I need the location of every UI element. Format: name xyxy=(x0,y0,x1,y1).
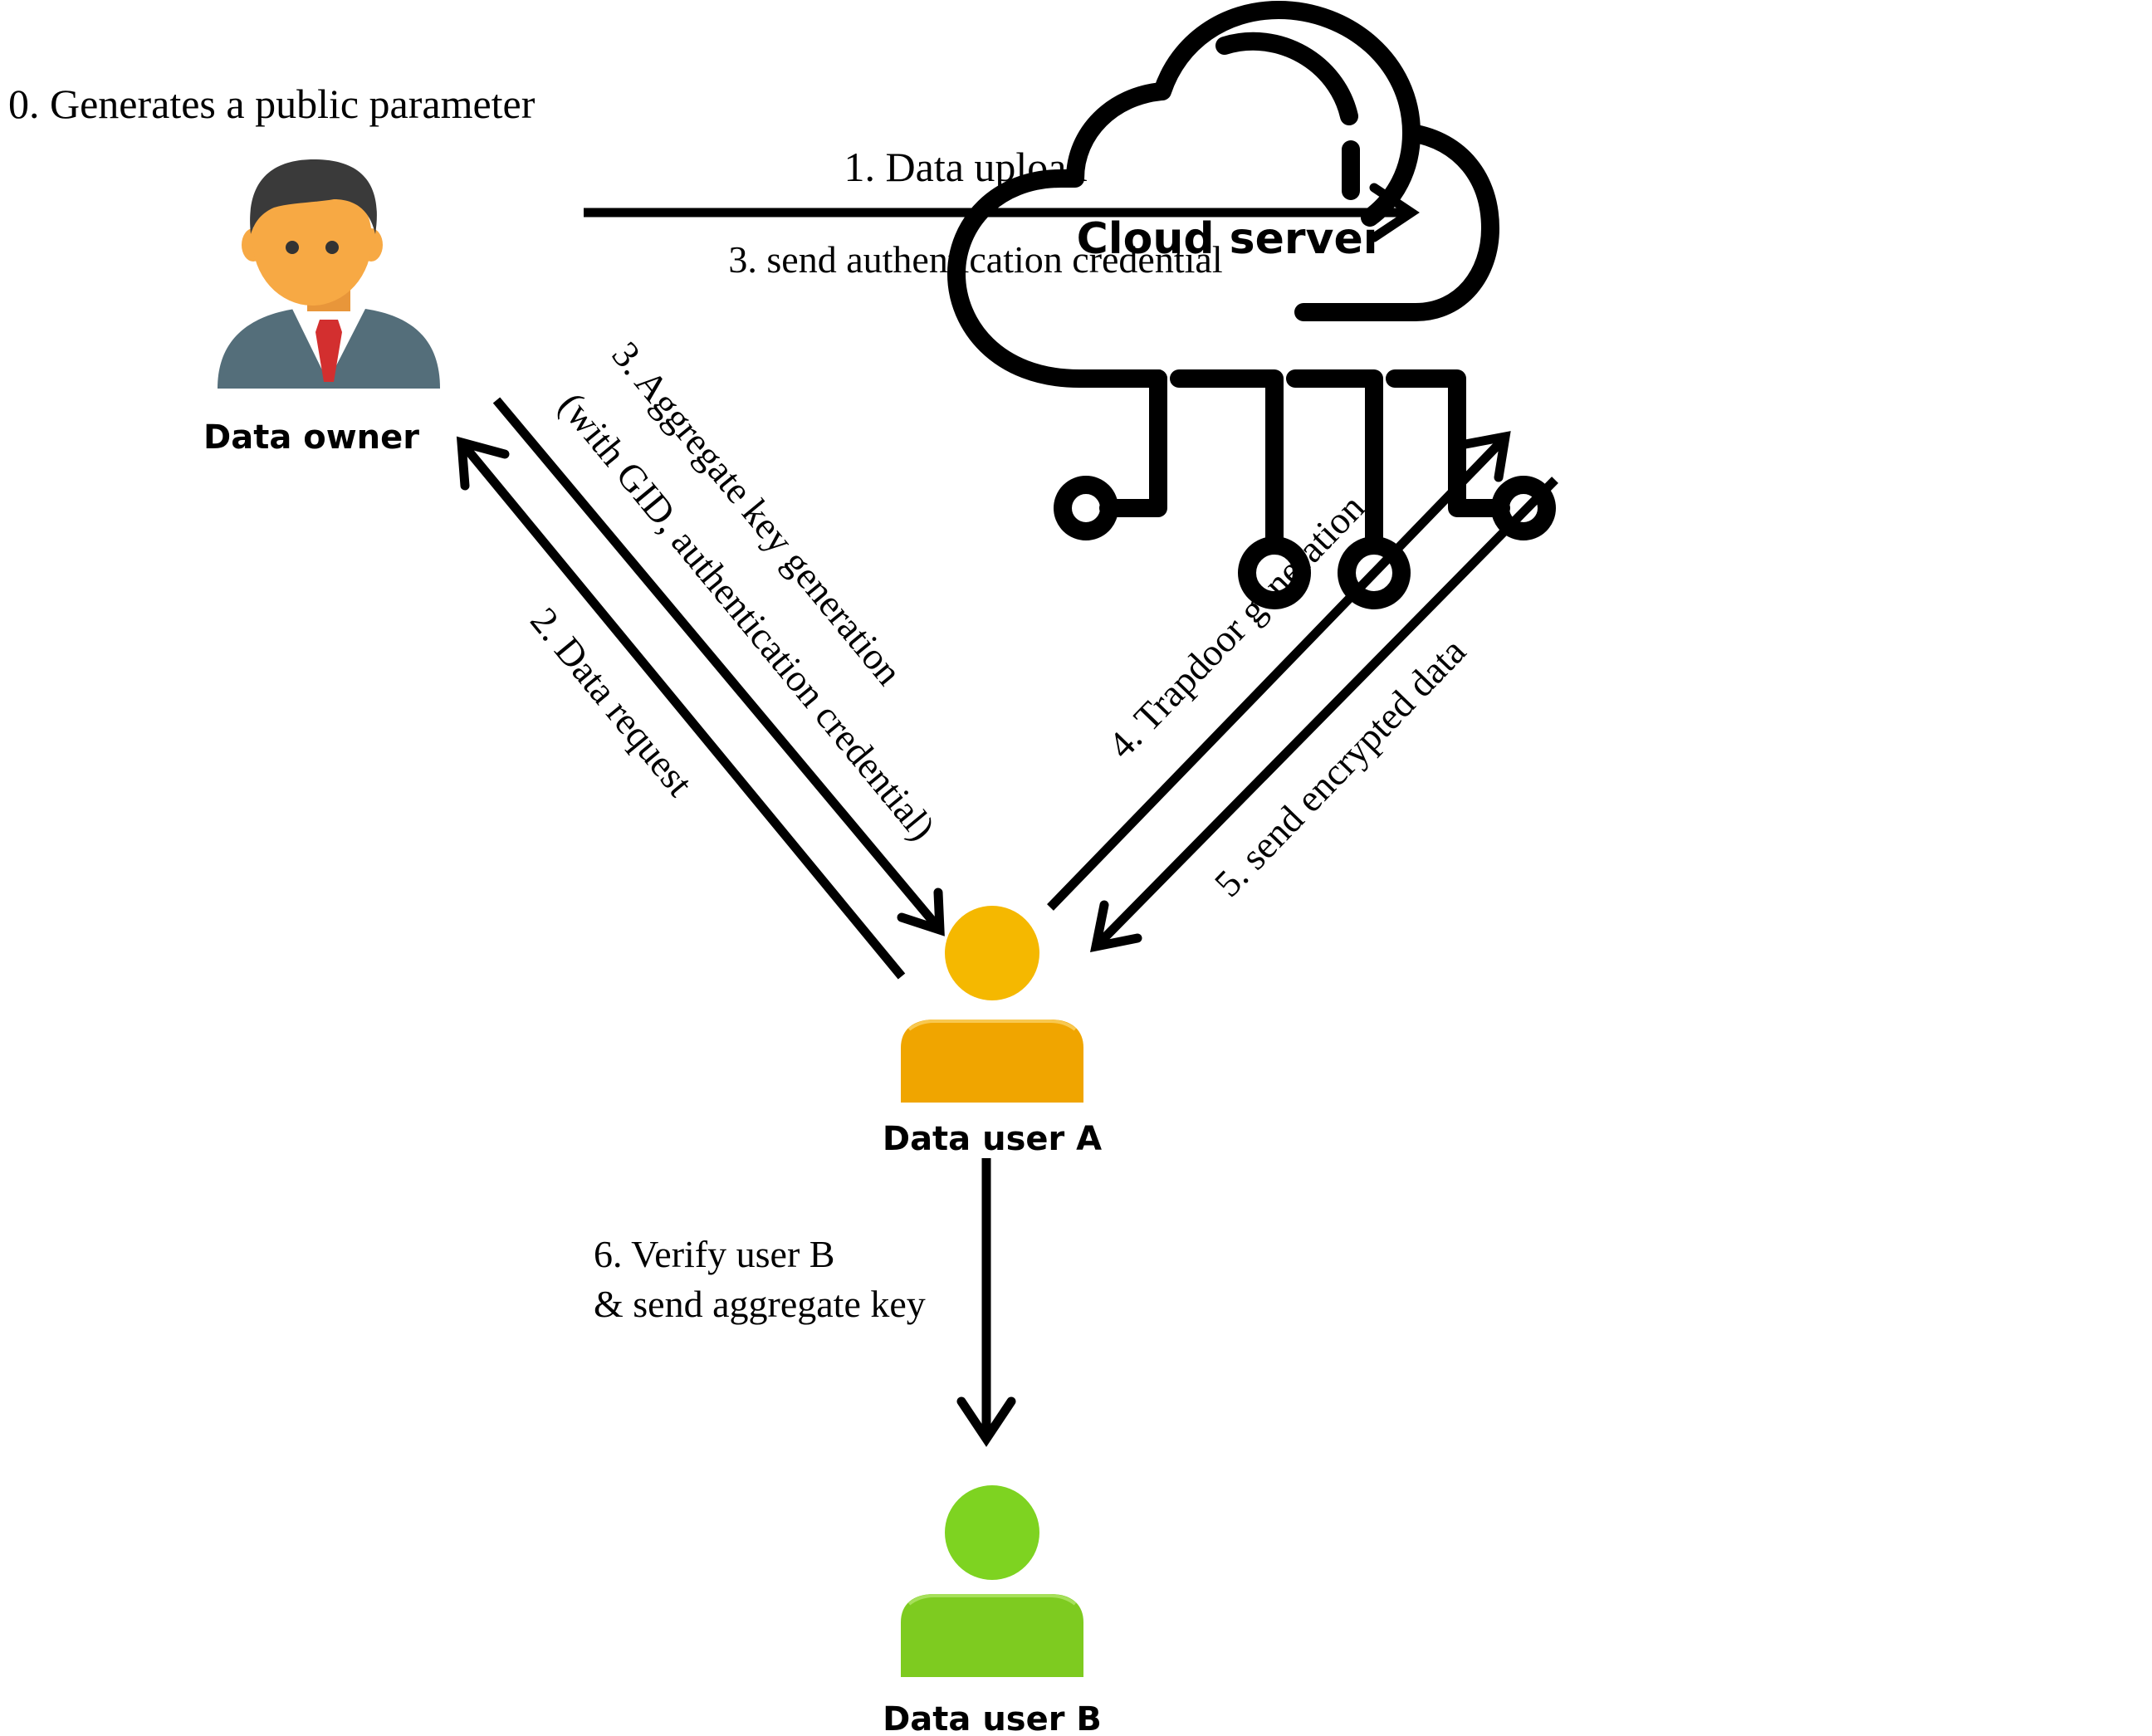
step0-label: 0. Generates a public parameter xyxy=(8,81,536,127)
data-user-a-label: Data user A xyxy=(883,1120,1102,1158)
data-owner-label: Data owner xyxy=(203,418,419,457)
verify-label-line2: & send aggregate key xyxy=(594,1283,926,1325)
send-auth-credential-label: 3. send authentication credential xyxy=(728,238,1222,281)
cloud-server-label: Cloud server xyxy=(1077,214,1385,264)
aggregate-key-arrow xyxy=(492,397,945,936)
cloud-network-icon xyxy=(947,1,1556,609)
verify-label-line1: 6. Verify user B xyxy=(594,1233,834,1275)
encrypted-data-label: 5. send encrypted data xyxy=(1206,630,1474,905)
data-request-arrow xyxy=(456,436,906,980)
data-upload-label: 1. Data upload xyxy=(844,144,1088,190)
user-a-icon xyxy=(901,906,1083,1103)
verify-arrow xyxy=(956,1158,1016,1447)
trapdoor-label: 4. Trapdoor generation xyxy=(1100,486,1373,766)
data-user-b-label: Data user B xyxy=(883,1700,1102,1736)
encrypted-data-arrow xyxy=(1089,477,1558,953)
trapdoor-arrow xyxy=(1047,431,1511,911)
user-b-icon xyxy=(901,1485,1083,1677)
businessman-icon xyxy=(218,159,440,389)
data-upload-arrow xyxy=(584,183,1420,242)
